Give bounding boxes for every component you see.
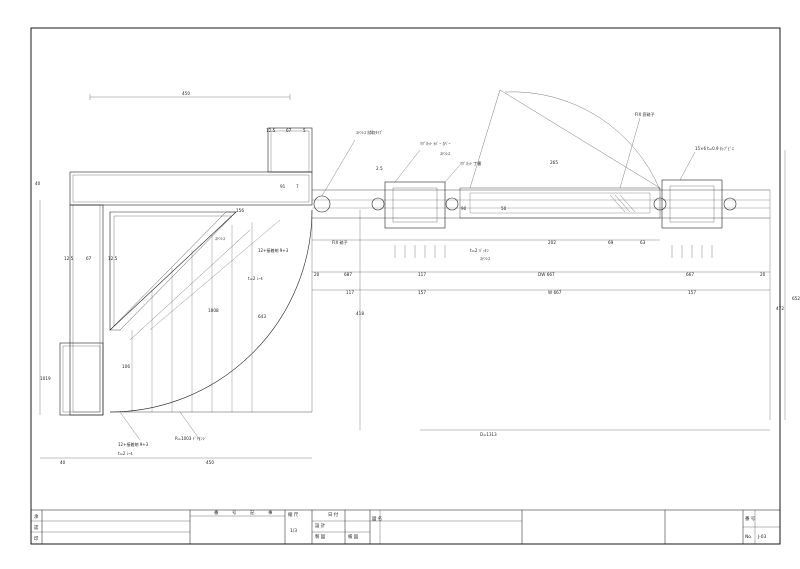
- tb-c2: 認: [34, 524, 39, 531]
- dim-frame-a: 50: [501, 206, 507, 211]
- note-6: FIX 硝子: [332, 239, 348, 245]
- note-15: ｽﾃﾝﾚｽ: [215, 235, 225, 241]
- dim-corner-b: 67: [286, 128, 292, 133]
- dim-left-margin: 40: [35, 181, 41, 186]
- dim-row-d: DW 667: [538, 272, 555, 277]
- note-16: ｽﾃﾝﾚｽ: [480, 255, 490, 261]
- dim-bot-c: W 667: [548, 290, 562, 295]
- note-10: FIX 窓硝子: [635, 111, 655, 117]
- note-2: ﾏｸﾞﾈｯﾄ ﾗﾊﾞｰ ｶﾊﾞｰ: [420, 140, 451, 146]
- note-11: D=1313: [480, 432, 497, 437]
- dim-bottom-overall: 450: [206, 460, 214, 465]
- tb-hdr3: 記: [250, 509, 255, 516]
- tb-hdr10: 図 名: [372, 515, 382, 522]
- dim-frame-b: 90: [461, 206, 467, 211]
- tb-hdr8: 製 図: [315, 533, 326, 540]
- dim-span-c: 69: [608, 240, 614, 245]
- tb-hdr2: 号: [232, 510, 237, 516]
- dim-row-a: 20: [314, 272, 320, 277]
- title-block: [30, 509, 781, 545]
- tb-hdr9: 検 図: [348, 533, 359, 540]
- note-8: t=2 ﾚｰﾙ: [248, 276, 263, 281]
- note-13: 12+接着剤 9+3: [118, 441, 149, 447]
- tb-sheet-no: J-03: [757, 534, 767, 540]
- dim-side-c: 1019: [40, 376, 51, 381]
- tb-hdr6: 日 付: [328, 511, 339, 518]
- title-block-texts: 承 認 印 番 号 記 事 縮 尺 1/3 日 付 設 計 製 図 検 図 図 …: [34, 509, 767, 542]
- dim-frame-d: 12.5: [64, 256, 74, 261]
- dim-right-overall: 652: [792, 296, 800, 301]
- dim-side-b: 7: [296, 184, 299, 189]
- sheet-border: [30, 27, 781, 545]
- dim-bot-a: 117: [346, 290, 354, 295]
- tb-hdr11: 番 号: [745, 515, 756, 522]
- note-3: ｽﾃﾝﾚｽ: [440, 150, 450, 156]
- note-9: t=2 ﾊﾟｯｷﾝ: [470, 247, 489, 253]
- dim-span-b: 202: [548, 240, 556, 245]
- tb-hdr1: 番: [214, 509, 219, 516]
- dim-span-d: 63: [640, 240, 646, 245]
- dim-corner-a: 12.5: [266, 128, 276, 133]
- dim-radius: 643: [258, 314, 266, 319]
- annotation-notes: ｽﾃﾝﾚｽ 拭取ﾀｲﾌﾟ ﾏｸﾞﾈｯﾄ ﾗﾊﾞｰ ｶﾊﾞｰ ｽﾃﾝﾚｽ ﾏｸﾞﾈ…: [118, 111, 734, 456]
- dim-bottom-left: 40: [60, 460, 66, 465]
- dim-row-f: 20: [760, 272, 766, 277]
- note-4: ﾏｸﾞﾈｯﾄ 丁番: [460, 160, 481, 166]
- tb-hdr7: 設 計: [315, 522, 326, 529]
- dim-frame-c: 2.5: [376, 166, 383, 171]
- dim-glass-a: 156: [236, 208, 244, 213]
- dim-side-a: 91: [280, 184, 286, 189]
- note-5: 15×6 t=0.9 ﾀｯﾌﾟﾋﾞｽ: [695, 145, 734, 151]
- dim-bot-d: 157: [688, 290, 696, 295]
- dim-row-c: 117: [418, 272, 426, 277]
- door-assembly: [312, 89, 770, 229]
- note-12: R=1003 ﾄﾞｱﾋﾝｼﾞ: [175, 436, 207, 441]
- dim-post: 12.5: [108, 256, 118, 261]
- tb-hdr5: 縮 尺: [288, 511, 299, 518]
- note-7: 12+接着剤 9+3: [258, 247, 289, 253]
- tb-c3: 印: [34, 535, 39, 542]
- dim-span-a: 265: [550, 160, 558, 165]
- dimension-lines: [39, 94, 786, 459]
- dim-top-overall: 450: [182, 91, 190, 96]
- dim-center-height: 418: [356, 311, 364, 316]
- tb-c1: 承: [34, 513, 39, 520]
- dim-bot-b: 157: [418, 290, 426, 295]
- dim-right-sub: 472: [776, 306, 784, 311]
- tb-no-label: No.: [745, 534, 752, 540]
- dimension-texts: 450 450 40 40 652 472 418 12.5 67 5 91 7…: [35, 91, 800, 465]
- dim-panel: 106: [122, 364, 130, 369]
- dim-side-d: 67: [86, 256, 92, 261]
- dim-diag: 1008: [208, 308, 219, 313]
- dim-row-b: 687: [344, 272, 352, 277]
- tb-hdr4: 事: [268, 509, 273, 516]
- dim-row-e: 667: [686, 272, 694, 277]
- note-1: ｽﾃﾝﾚｽ 拭取ﾀｲﾌﾟ: [356, 129, 383, 135]
- corner-cabinet: [59, 127, 313, 416]
- tb-scale: 1/3: [290, 528, 297, 534]
- dim-corner-c: 5: [303, 128, 306, 133]
- note-14: t=2 ﾚｰﾙ: [118, 451, 133, 456]
